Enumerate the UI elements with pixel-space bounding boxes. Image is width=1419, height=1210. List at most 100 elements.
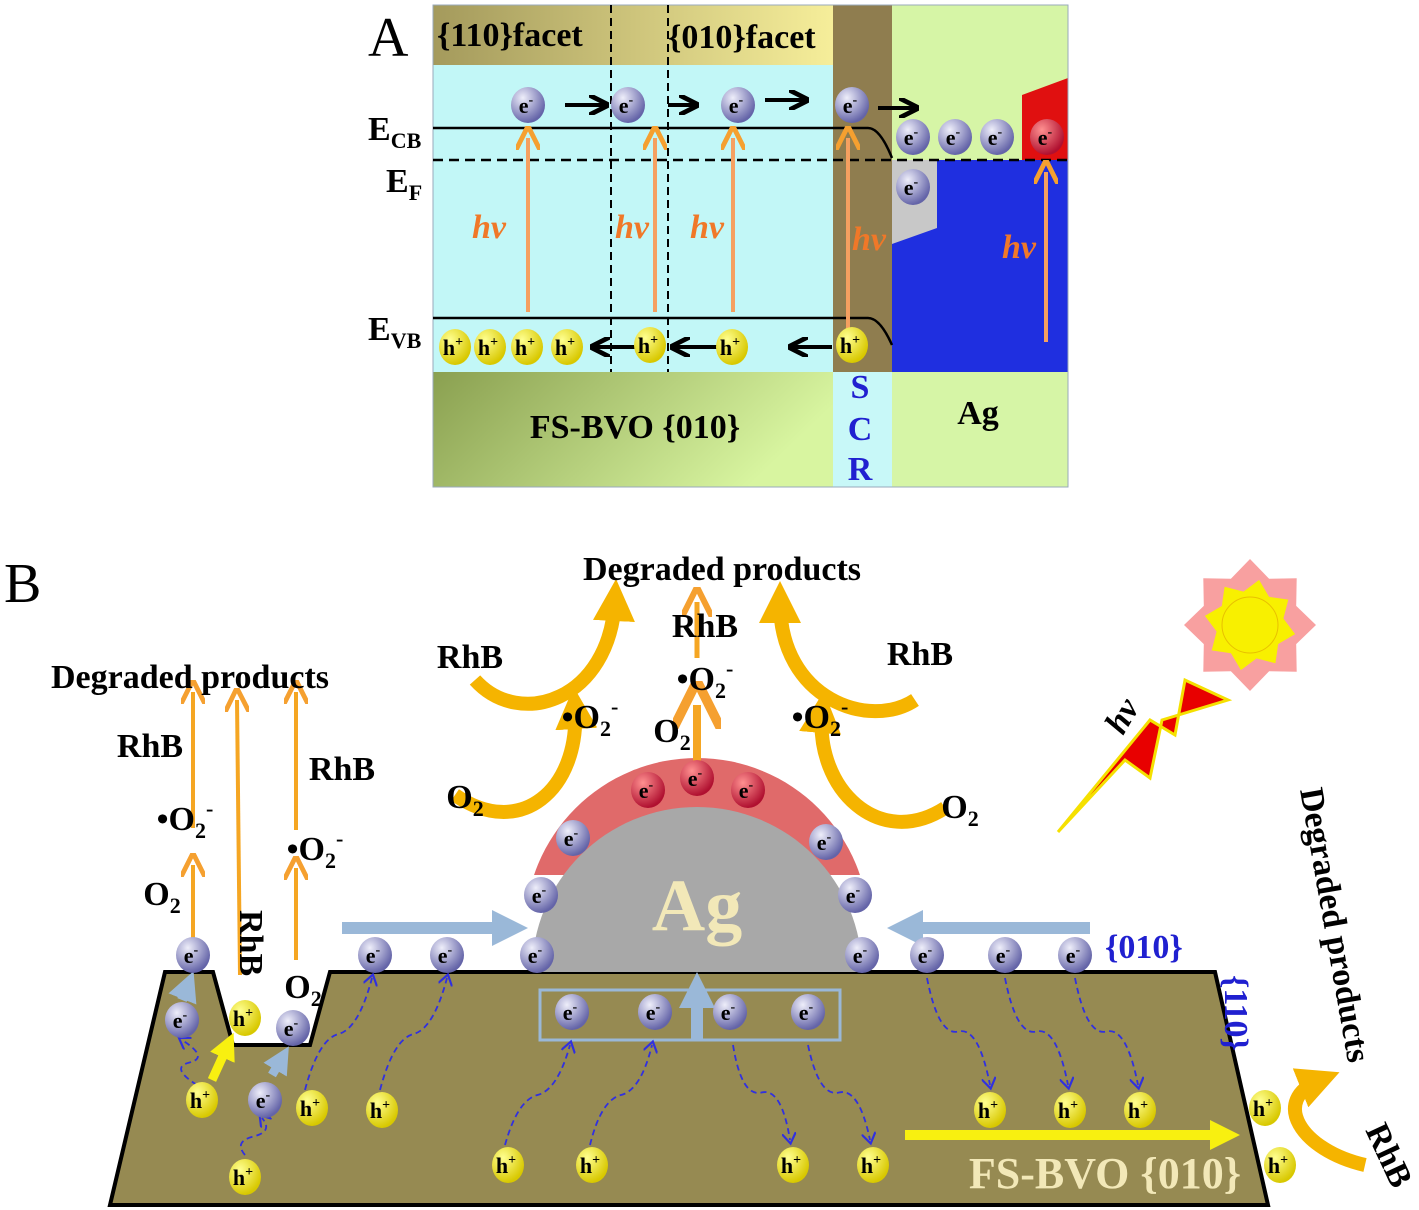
rhb-center-left: RhB <box>437 639 503 676</box>
electron: e- <box>845 937 879 973</box>
svg-text:e-: e- <box>646 1000 661 1025</box>
svg-text:e-: e- <box>988 125 1003 150</box>
svg-text:e-: e- <box>284 1016 299 1041</box>
electron-flow-arrow <box>168 971 197 1005</box>
svg-text:h+: h+ <box>1253 1096 1273 1121</box>
svg-text:e-: e- <box>519 93 534 118</box>
svg-text:h+: h+ <box>190 1088 210 1113</box>
scr-label-band <box>833 372 892 487</box>
photon-label-4: hv <box>852 221 887 258</box>
ef-label: EF <box>386 163 422 205</box>
evb-label: EVB <box>368 311 422 353</box>
hole-flow-arrow <box>207 1032 235 1082</box>
svg-text:e-: e- <box>528 943 543 968</box>
hole: h+ <box>474 329 506 365</box>
svg-text:h+: h+ <box>515 335 535 360</box>
svg-text:e-: e- <box>729 93 744 118</box>
superoxide-label: •O2- <box>157 796 214 843</box>
charge-diffusion-arrow <box>239 1118 266 1156</box>
svg-text:e-: e- <box>817 830 832 855</box>
charge-diffusion-arrow <box>732 1044 790 1140</box>
svg-text:e-: e- <box>366 943 381 968</box>
facet-110-label: {110}facet <box>437 17 583 54</box>
svg-text:e-: e- <box>904 175 919 200</box>
svg-text:e-: e- <box>846 883 861 908</box>
scr-letter-s: S <box>851 369 870 406</box>
rhb-notch: RhB <box>232 910 269 976</box>
svg-text:e-: e- <box>799 1000 814 1025</box>
svg-text:e-: e- <box>688 766 703 791</box>
electron: e- <box>980 119 1014 155</box>
hole: h+ <box>229 1000 261 1036</box>
curved-reaction-arrow <box>451 687 598 819</box>
valence-band-line <box>433 316 894 346</box>
svg-text:e-: e- <box>639 778 654 803</box>
oxygen-label: O2 <box>446 779 483 821</box>
facet-header-band <box>433 5 833 65</box>
electron: e- <box>555 994 589 1030</box>
electron: e- <box>520 937 554 973</box>
rhb-left-1: RhB <box>117 728 183 765</box>
svg-text:e-: e- <box>853 943 868 968</box>
material-label: FS-BVO {010} <box>530 409 740 446</box>
electron: e- <box>835 87 869 123</box>
svg-text:e-: e- <box>184 943 199 968</box>
degraded-products-center: Degraded products <box>583 551 861 588</box>
hole: h+ <box>857 1147 889 1183</box>
scr-letter-r: R <box>848 451 873 488</box>
svg-text:e-: e- <box>843 93 858 118</box>
electron: e- <box>1030 119 1064 155</box>
curved-reaction-arrow <box>1288 1068 1367 1172</box>
charge-diffusion-arrow <box>589 1045 652 1146</box>
electron: e- <box>938 119 972 155</box>
svg-text:h+: h+ <box>861 1153 881 1178</box>
charge-diffusion-arrow <box>181 1040 199 1086</box>
electron: e- <box>680 760 714 796</box>
electron: e- <box>731 772 765 808</box>
superoxide-label: •O2- <box>792 694 849 741</box>
hole: h+ <box>551 329 583 365</box>
svg-text:h+: h+ <box>555 335 575 360</box>
electron: e- <box>988 937 1022 973</box>
sun-icon <box>1184 559 1316 691</box>
electron: e- <box>631 772 665 808</box>
charge-diffusion-arrow <box>926 977 990 1085</box>
oxygen-label: O2 <box>284 969 321 1011</box>
svg-text:e-: e- <box>438 943 453 968</box>
hole: h+ <box>777 1147 809 1183</box>
charge-diffusion-arrow <box>504 1045 570 1146</box>
svg-text:h+: h+ <box>840 333 860 358</box>
rhb-center: RhB <box>672 608 738 645</box>
svg-text:e-: e- <box>173 1008 188 1033</box>
space-charge-region <box>833 5 892 372</box>
electron: e- <box>524 877 558 913</box>
electron: e- <box>838 877 872 913</box>
electron: e- <box>1058 937 1092 973</box>
photon-label-1: hv <box>472 209 507 246</box>
silver-label: Ag <box>652 865 742 947</box>
hole: h+ <box>492 1147 524 1183</box>
facet-010-label: {010} <box>1105 929 1183 966</box>
hole: h+ <box>716 329 748 365</box>
svg-text:e-: e- <box>904 125 919 150</box>
sun-disc <box>1221 596 1279 654</box>
hole: h+ <box>1124 1092 1156 1128</box>
crystal-material-label: FS-BVO {010} <box>969 1149 1241 1198</box>
svg-text:e-: e- <box>946 125 961 150</box>
rhb-left-2: RhB <box>309 751 375 788</box>
hole: h+ <box>511 329 543 365</box>
photon-label-5: hv <box>1002 229 1037 266</box>
superoxide-label: •O2- <box>677 656 734 703</box>
svg-text:h+: h+ <box>370 1098 390 1123</box>
hole: h+ <box>366 1092 398 1128</box>
electron: e- <box>430 937 464 973</box>
svg-text:h+: h+ <box>978 1098 998 1123</box>
rhb-center-right: RhB <box>887 636 953 673</box>
metal-label: Ag <box>957 395 999 432</box>
electron: e- <box>809 824 843 860</box>
svg-text:h+: h+ <box>1268 1153 1288 1178</box>
electron: e- <box>176 937 210 973</box>
svg-text:h+: h+ <box>638 333 658 358</box>
